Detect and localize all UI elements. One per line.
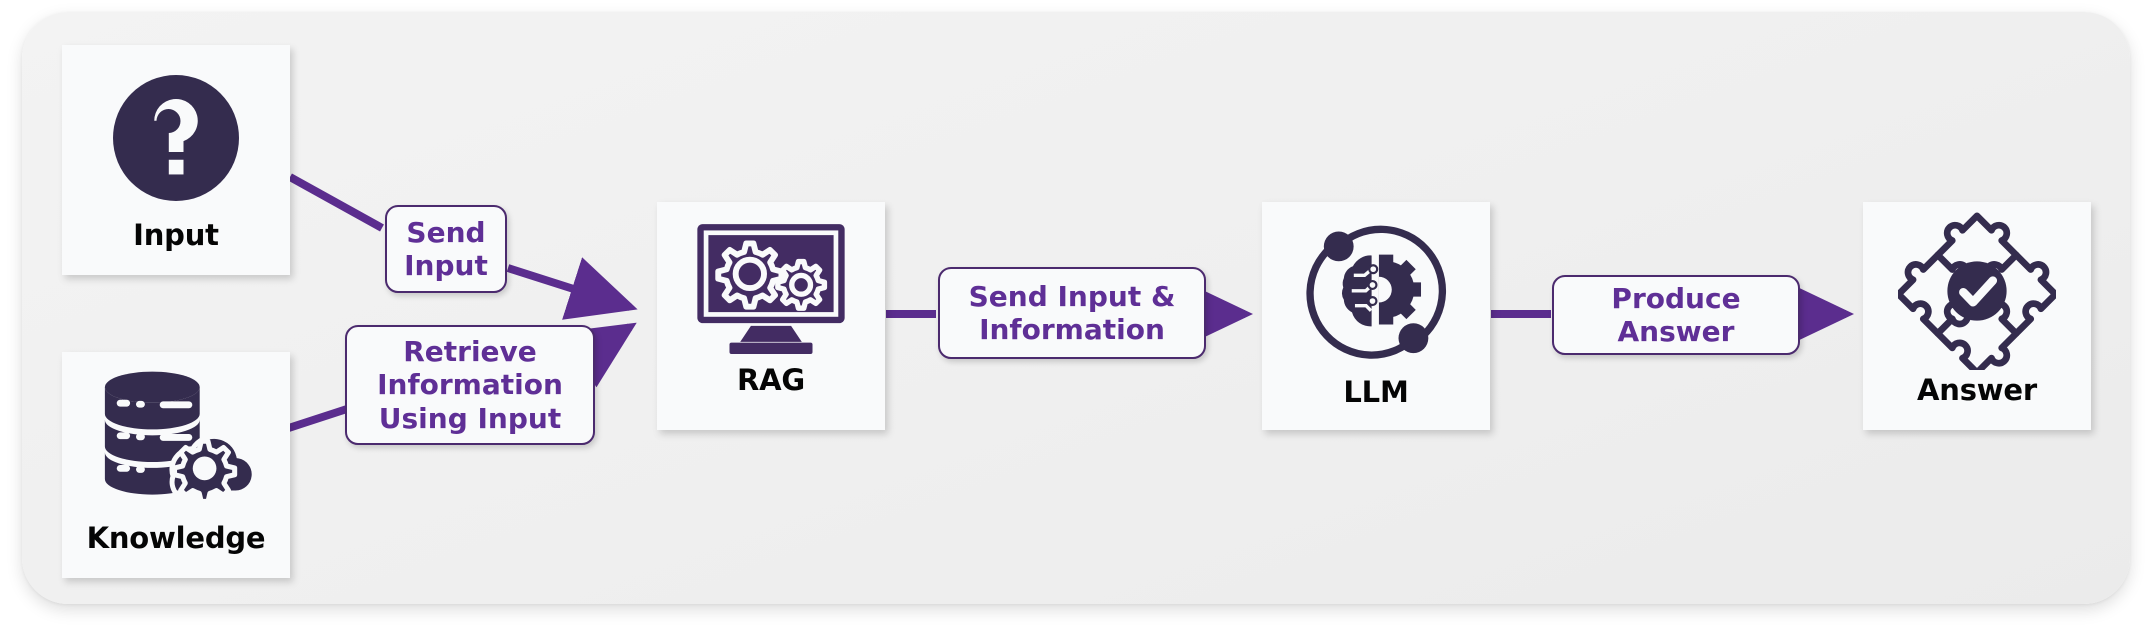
node-answer[interactable]: Answer — [1863, 202, 2091, 430]
database-cloud-gear-icon — [96, 366, 256, 518]
puzzle-check-icon — [1898, 212, 2056, 370]
edge-label-send-input-and-information[interactable]: Send Input & Information — [938, 267, 1206, 359]
monitor-gears-icon — [692, 220, 850, 354]
node-rag-label: RAG — [737, 363, 805, 397]
edge-label-produce-answer[interactable]: Produce Answer — [1552, 275, 1800, 355]
node-input[interactable]: Input — [62, 45, 290, 275]
node-rag[interactable]: RAG — [657, 202, 885, 430]
question-mark-circle-icon — [101, 63, 251, 213]
node-knowledge[interactable]: Knowledge — [62, 352, 290, 578]
node-llm[interactable]: LLM — [1262, 202, 1490, 430]
edge-label-send-input[interactable]: Send Input — [385, 205, 507, 293]
brain-gear-orbit-icon — [1300, 216, 1452, 368]
node-input-label: Input — [133, 218, 219, 252]
node-llm-label: LLM — [1343, 375, 1409, 409]
edge-label-retrieve-information-using-input[interactable]: Retrieve Information Using Input — [345, 325, 595, 445]
node-answer-label: Answer — [1917, 373, 2037, 407]
node-knowledge-label: Knowledge — [86, 521, 266, 555]
